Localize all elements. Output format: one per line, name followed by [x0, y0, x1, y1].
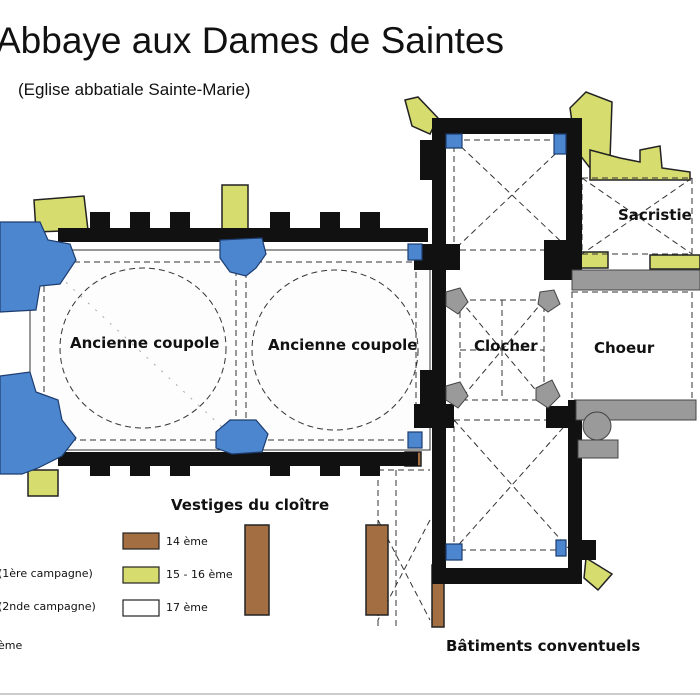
walls-main — [58, 118, 582, 584]
label-sacristie: Sacristie — [618, 206, 692, 224]
legend-left-3: ème — [0, 639, 23, 652]
legend-swatch-14 — [122, 532, 160, 550]
legend-14-label: 14 ème — [166, 535, 208, 548]
label-coupole-2: Ancienne coupole — [268, 336, 418, 354]
page-title: Abbaye aux Dames de Saintes — [0, 20, 505, 61]
annexes-15-16 — [27, 91, 700, 592]
page-subtitle: (Eglise abbatiale Sainte-Marie) — [18, 80, 251, 99]
cloister-pillars — [244, 524, 389, 616]
buttresses — [90, 140, 596, 560]
label-clocher: Clocher — [474, 337, 538, 355]
label-cloitre: Vestiges du cloître — [171, 496, 330, 514]
walls-romanesque — [0, 133, 567, 561]
legend-left-1: (1ère campagne) — [0, 567, 93, 580]
legend-swatches — [122, 532, 160, 617]
label-coupole-1: Ancienne coupole — [70, 334, 220, 352]
legend-swatch-15-16 — [122, 566, 160, 584]
legend-swatch-17 — [122, 599, 160, 617]
piers-grey — [445, 269, 700, 459]
label-choeur: Choeur — [594, 339, 655, 357]
legend-17-label: 17 ème — [166, 601, 208, 614]
label-batiments: Bâtiments conventuels — [446, 637, 641, 655]
interior-17 — [29, 249, 431, 451]
legend-left-2: (2nde campagne) — [0, 600, 96, 613]
legend-15-16-label: 15 - 16 ème — [166, 568, 233, 581]
